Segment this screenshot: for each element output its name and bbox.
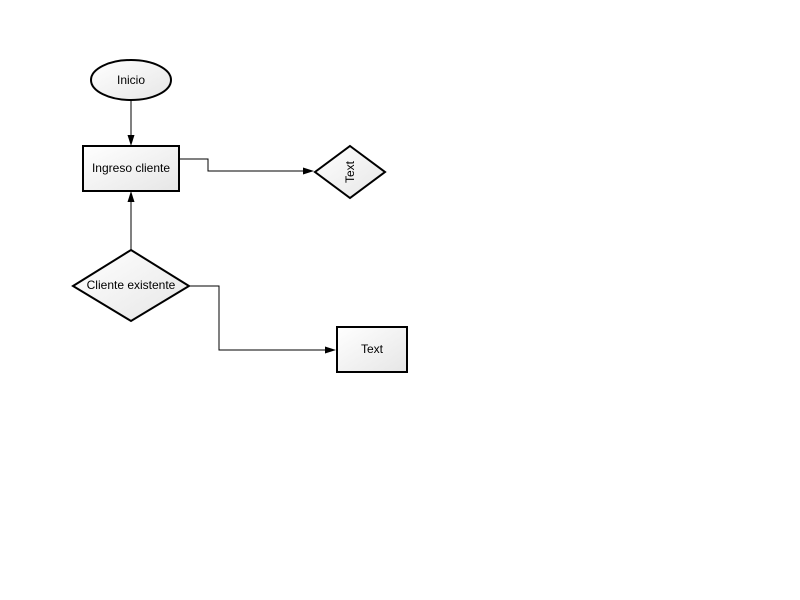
edge-cliente-existente-to-process-text[interactable] [189,285,336,354]
connectors [127,100,336,354]
edge-ingreso-cliente-to-decision-text[interactable] [179,158,314,175]
node-ingreso-cliente[interactable]: Ingreso cliente [82,145,180,192]
node-cliente-existente-label: Cliente existente [87,278,176,292]
arrowhead-icon [303,167,314,175]
node-ingreso-cliente-label: Ingreso cliente [92,161,170,175]
arrowhead-icon [127,191,135,202]
edge-inicio-to-ingreso-cliente[interactable] [127,100,135,146]
rectangle-shape [336,326,408,373]
ellipse-shape [90,59,172,101]
node-decision-text[interactable]: Text [313,144,387,200]
node-inicio[interactable]: Inicio [90,59,172,101]
node-inicio-label: Inicio [117,73,145,87]
node-process-text[interactable]: Text [336,326,408,373]
arrowhead-icon [325,346,336,354]
node-cliente-existente[interactable]: Cliente existente [71,248,191,323]
diamond-shape [71,248,191,323]
edge-cliente-existente-to-ingreso-cliente[interactable] [127,191,135,250]
node-process-text-label: Text [361,342,384,356]
node-decision-text-label: Text [343,160,357,183]
diamond-shape [313,144,387,200]
rectangle-shape [82,145,180,192]
arrowhead-icon [127,135,135,146]
